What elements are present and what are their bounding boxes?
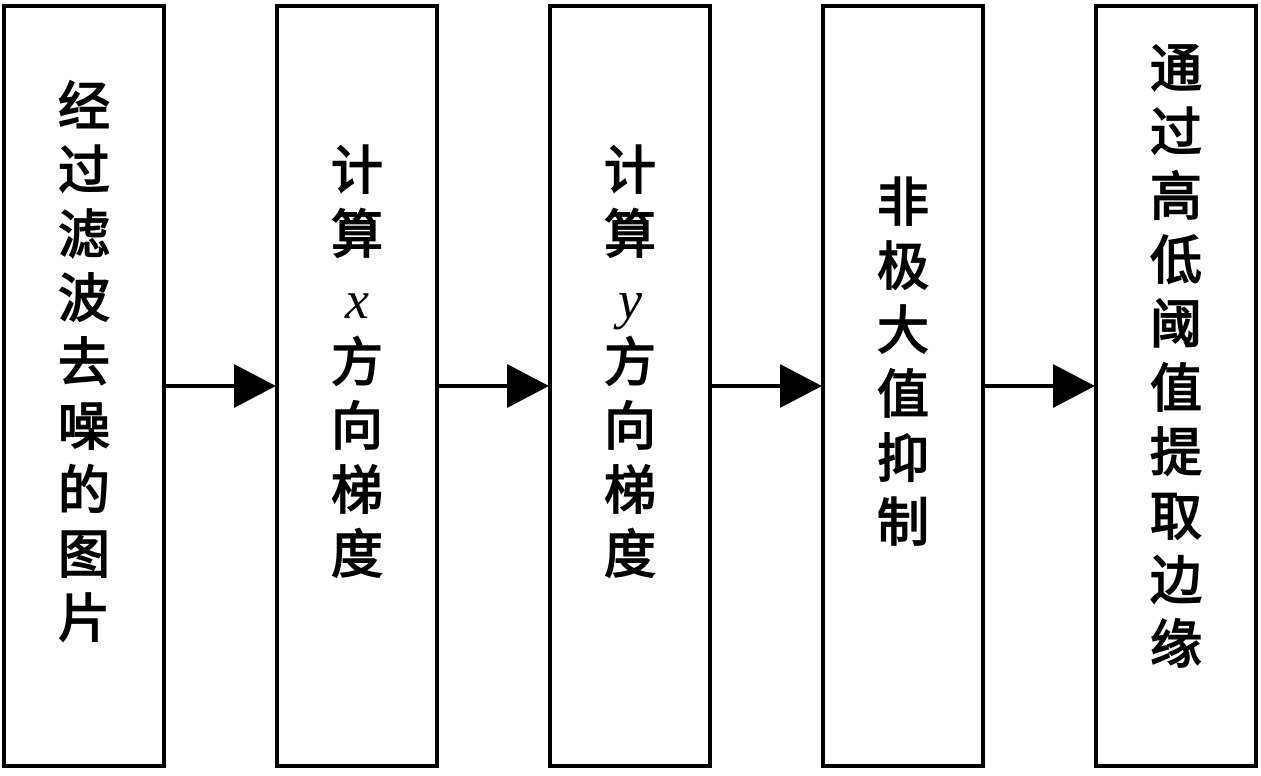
label-char: 过 <box>57 142 110 202</box>
label-char: 非 <box>876 174 929 234</box>
label-char: 算 <box>330 206 383 266</box>
flow-arrow-4-head <box>1053 364 1095 408</box>
label-char: 方 <box>330 334 383 394</box>
label-char: 值 <box>876 366 929 426</box>
flow-arrow-2-line <box>439 384 509 388</box>
label-char: 值 <box>1149 360 1202 420</box>
label-char: 图 <box>57 526 110 586</box>
label-char: 片 <box>57 590 110 650</box>
label-char: 的 <box>57 462 110 522</box>
label-char: 梯 <box>603 462 656 522</box>
label-char: 度 <box>603 526 656 586</box>
step-box-y-gradient: 计 算 y 方 向 梯 度 <box>548 4 712 768</box>
flow-arrow-2-head <box>507 364 549 408</box>
label-variable-y: y <box>618 270 642 330</box>
flow-arrow-3-head <box>780 364 822 408</box>
step-box-non-max-suppression: 非 极 大 值 抑 制 <box>821 4 985 768</box>
label-char: 方 <box>603 334 656 394</box>
label-char: 计 <box>603 142 656 202</box>
flow-arrow-3-line <box>712 384 782 388</box>
label-char: 取 <box>1149 488 1202 548</box>
label-char: 噪 <box>57 398 110 458</box>
label-variable-x: x <box>345 270 369 330</box>
flow-arrow-4-line <box>985 384 1055 388</box>
flow-arrow-1-head <box>234 364 276 408</box>
label-char: 边 <box>1149 552 1202 612</box>
step-label-x-gradient: 计 算 x 方 向 梯 度 <box>279 140 435 588</box>
step-label-filtered-image: 经 过 滤 波 去 噪 的 图 片 <box>6 76 162 652</box>
label-char: 缘 <box>1149 616 1202 676</box>
label-char: 算 <box>603 206 656 266</box>
label-char: 阈 <box>1149 296 1202 356</box>
flow-arrow-1-line <box>166 384 236 388</box>
label-char: 计 <box>330 142 383 202</box>
step-box-threshold-edge-extraction: 通 过 高 低 阈 值 提 取 边 缘 <box>1094 4 1258 768</box>
label-char: 滤 <box>57 206 110 266</box>
label-char: 梯 <box>330 462 383 522</box>
label-char: 极 <box>876 238 929 298</box>
label-char: 向 <box>603 398 656 458</box>
label-char: 通 <box>1149 40 1202 100</box>
label-char: 低 <box>1149 232 1202 292</box>
label-char: 去 <box>57 334 110 394</box>
step-box-filtered-image: 经 过 滤 波 去 噪 的 图 片 <box>2 4 166 768</box>
label-char: 制 <box>876 494 929 554</box>
label-char: 向 <box>330 398 383 458</box>
label-char: 提 <box>1149 424 1202 484</box>
step-box-x-gradient: 计 算 x 方 向 梯 度 <box>275 4 439 768</box>
step-label-threshold-edge-extraction: 通 过 高 低 阈 值 提 取 边 缘 <box>1098 38 1254 678</box>
label-char: 经 <box>57 78 110 138</box>
label-char: 抑 <box>876 430 929 490</box>
label-char: 度 <box>330 526 383 586</box>
label-char: 波 <box>57 270 110 330</box>
label-char: 高 <box>1149 168 1202 228</box>
step-label-non-max-suppression: 非 极 大 值 抑 制 <box>825 172 981 556</box>
label-char: 过 <box>1149 104 1202 164</box>
label-char: 大 <box>876 302 929 362</box>
step-label-y-gradient: 计 算 y 方 向 梯 度 <box>552 140 708 588</box>
